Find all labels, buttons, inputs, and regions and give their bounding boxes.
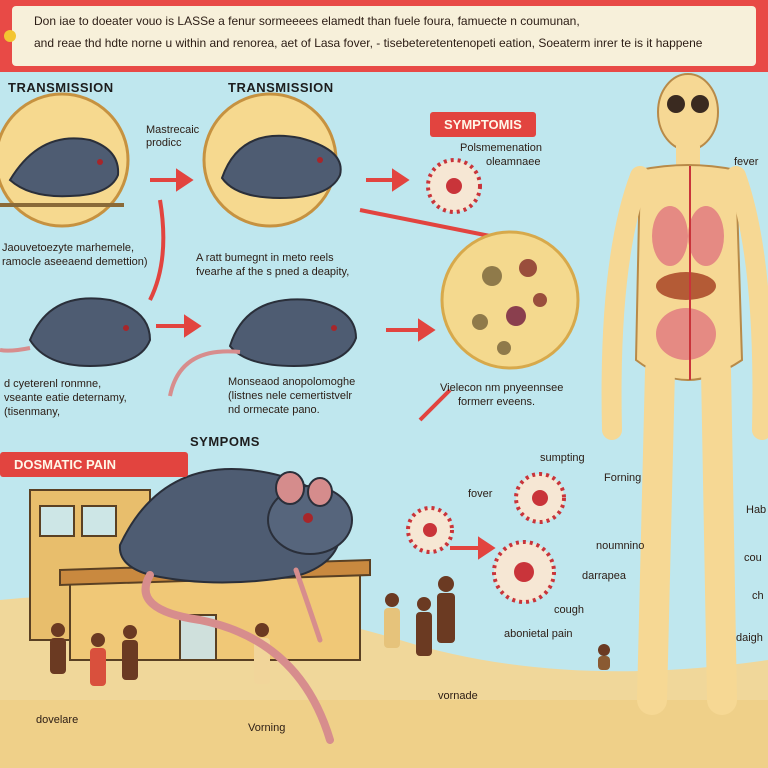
caption-5-line-1: d cyeterenl ronmne, xyxy=(4,378,102,390)
label-daigh: daigh xyxy=(736,632,763,644)
label-ch: ch xyxy=(752,590,764,602)
transmission-heading-center: TRANSMISSION xyxy=(228,80,334,95)
label-vornade: vornade xyxy=(438,690,478,702)
transmission-rat-circle-1 xyxy=(0,92,130,228)
virus-microscopy-circle xyxy=(440,230,580,370)
caption-6-line-1: Monseaod anopolomoghe xyxy=(228,376,356,388)
ground-foreground xyxy=(0,700,768,768)
caption-4-line-2: oleamnaee xyxy=(486,156,541,168)
caption-4-line-1: Polsmemenation xyxy=(460,142,542,154)
caption-7-line-1: Vielecon nm pnyeennsee xyxy=(440,382,564,394)
caption-3-line-2: fvearhe af the s pned a deapity, xyxy=(196,266,350,278)
caption-mastrecaic: Mastrecaic prodicc xyxy=(146,124,200,149)
caption-3-line-1: A ratt bumegnt in meto reels xyxy=(196,252,334,264)
transmission-rat-4 xyxy=(168,298,358,397)
caption-6-line-2: (listnes nele cemertistvelr xyxy=(228,390,353,402)
caption-5-line-3: (tisenmany, xyxy=(4,406,61,418)
label-fever-body: fever xyxy=(734,156,759,168)
large-rat-on-roof xyxy=(118,468,353,744)
pain-tag: DOSMATIC PAIN xyxy=(0,452,188,477)
header-text-line-2: and reae thd hdte norne u within and ren… xyxy=(34,36,703,50)
transmission-rat-circle-2 xyxy=(202,92,342,228)
caption-2-line-1: Jaouvetoezyte marhemele, xyxy=(2,242,135,254)
label-hab: Hab xyxy=(746,504,767,516)
label-dovelare: dovelare xyxy=(36,714,79,726)
label-abdominal-pain: abonietal pain xyxy=(504,628,573,640)
caption-7-line-2: formerr eveens. xyxy=(458,396,536,408)
label-cough: cough xyxy=(554,604,584,616)
header-text-panel: Don iae to doeater vouo is LASSe a fenur… xyxy=(12,6,756,66)
caption-5-line-2: vseante eatie deternamy, xyxy=(4,392,127,404)
caption-6-line-3: nd ormecate pano. xyxy=(228,404,320,416)
header-bullet-icon xyxy=(4,30,16,42)
transmission-heading-left: TRANSMISSION xyxy=(8,80,114,95)
header-banner: Don iae to doeater vouo is LASSe a fenur… xyxy=(0,0,768,72)
symptoms-mid-heading: SYMPOMS xyxy=(190,434,260,449)
symptoms-tag: SYMPTOMIS xyxy=(430,112,536,137)
label-forning: Forning xyxy=(604,472,642,484)
virus-particles xyxy=(406,158,566,604)
label-noumnino: noumnino xyxy=(596,540,645,552)
villagers xyxy=(50,576,610,686)
label-sumpting: sumpting xyxy=(540,452,585,464)
label-cou: cou xyxy=(744,552,762,564)
transmission-rat-3 xyxy=(0,297,152,368)
human-body-figure xyxy=(601,73,768,715)
label-vorning: Vorning xyxy=(248,722,286,734)
label-darrapea: darrapea xyxy=(582,570,627,582)
caption-2-line-2: ramocle aseeaend demettion) xyxy=(2,256,148,268)
label-fever-virus: fover xyxy=(468,488,493,500)
header-text-line-1: Don iae to doeater vouo is LASSe a fenur… xyxy=(34,14,580,28)
